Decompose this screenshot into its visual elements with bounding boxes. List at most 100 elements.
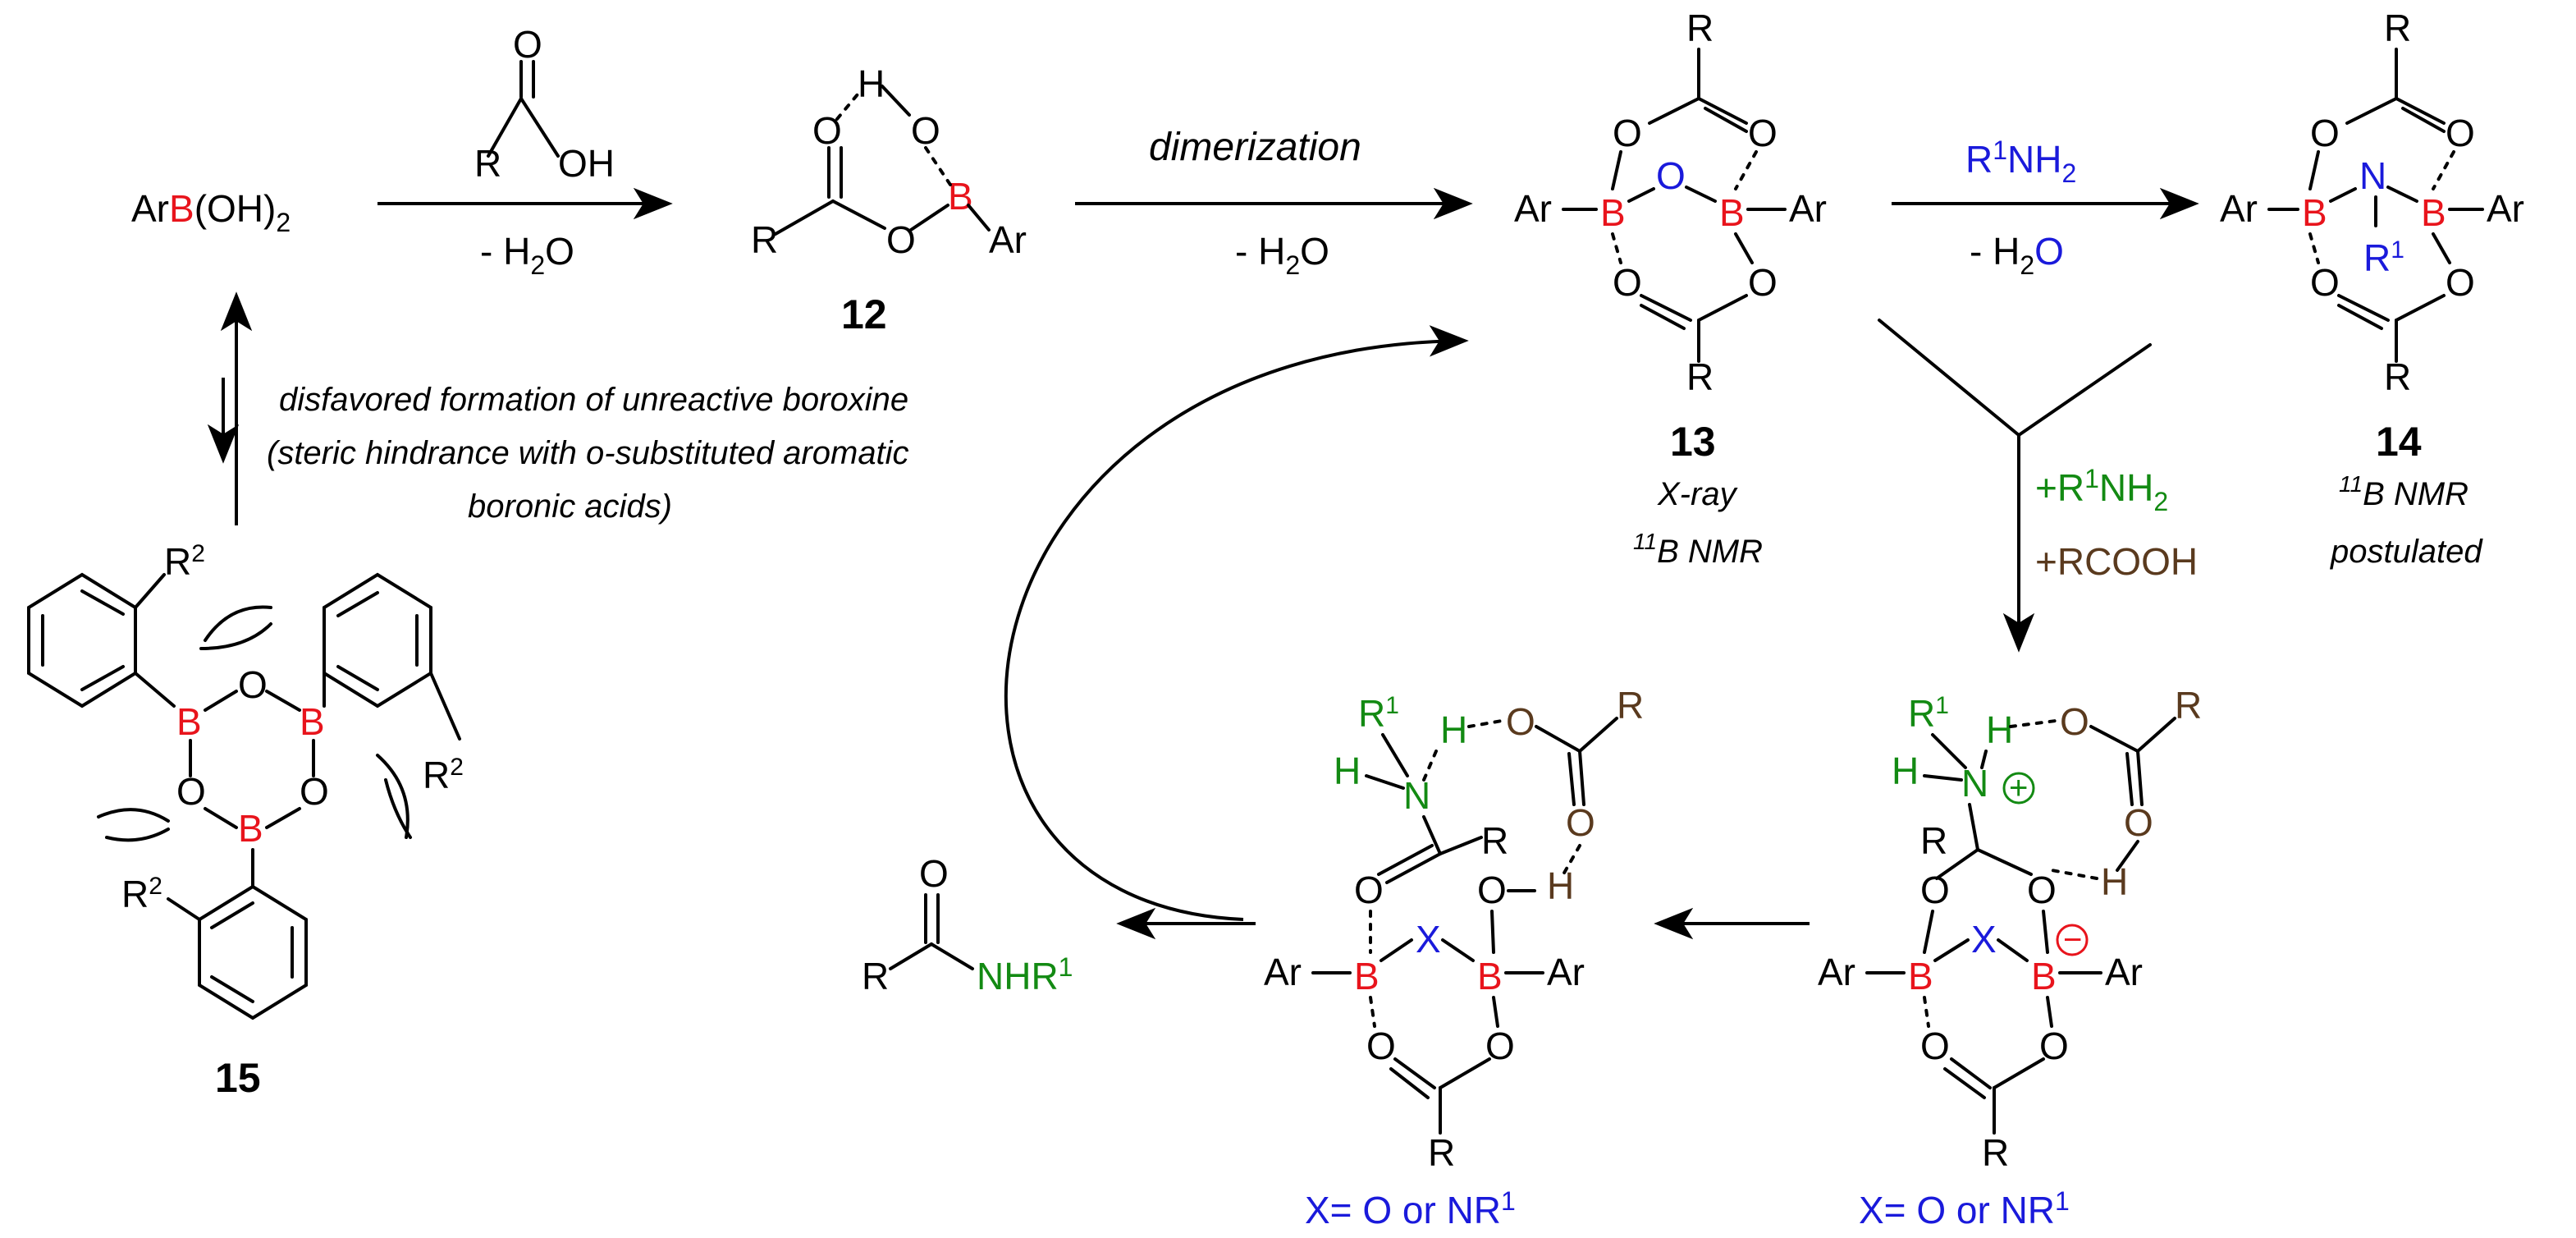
svg-text:12: 12: [841, 291, 887, 337]
svg-text:14: 14: [2376, 419, 2422, 465]
svg-text:B: B: [948, 175, 973, 218]
step3-arrow-group: R1NH2 - H2O: [1892, 135, 2199, 280]
svg-text:N: N: [2359, 154, 2386, 197]
svg-text:+: +: [2009, 770, 2028, 806]
svg-text:B: B: [1719, 191, 1745, 234]
intermediate-tetrahedral: R1 H H N + O R O H R O O Ar B X B: [1818, 684, 2202, 1231]
svg-text:Ar: Ar: [989, 218, 1027, 261]
svg-text:O: O: [238, 663, 268, 706]
compound-15-boroxine: B O B O O B R2 R2 R2: [27, 540, 464, 1101]
svg-text:R: R: [1686, 7, 1714, 49]
svg-text:X: X: [1416, 918, 1441, 961]
svg-text:R2: R2: [164, 540, 205, 583]
svg-text:(steric hindrance with o-subst: (steric hindrance with o-substituted aro…: [267, 435, 909, 471]
svg-text:R: R: [1428, 1131, 1455, 1174]
svg-text:O: O: [2060, 700, 2089, 743]
svg-text:X= O or NR1: X= O or NR1: [1859, 1186, 2070, 1231]
svg-text:O: O: [1354, 869, 1384, 911]
compound-13-dimer: R O O Ar B O B Ar O O R 13 X-ray 11B NMR: [1514, 7, 1827, 570]
svg-text:X: X: [1971, 918, 1997, 961]
svg-text:B: B: [1477, 955, 1503, 997]
svg-text:B: B: [176, 700, 202, 743]
svg-text:X= O or NR1: X= O or NR1: [1305, 1186, 1516, 1231]
svg-text:R: R: [2384, 355, 2411, 398]
svg-text:O: O: [1656, 154, 1686, 197]
svg-text:B: B: [1600, 191, 1626, 234]
svg-text:O: O: [1613, 112, 1642, 154]
intermediate-amide: R1 H H N O R O H R O O Ar B X B Ar: [1264, 684, 1644, 1231]
svg-text:Ar: Ar: [1264, 951, 1302, 993]
svg-text:R1: R1: [2363, 236, 2404, 279]
svg-text:O: O: [1366, 1025, 1396, 1067]
svg-text:R: R: [2175, 684, 2202, 727]
compound-12-acyloxyboronic-acid: H O O O B Ar R 12: [751, 62, 1027, 337]
svg-text:R: R: [751, 218, 778, 261]
svg-text:B: B: [2421, 191, 2446, 234]
svg-text:O: O: [2124, 801, 2153, 844]
svg-text:O: O: [1748, 261, 1778, 304]
svg-text:Ar: Ar: [1789, 187, 1827, 230]
svg-text:O: O: [1613, 261, 1642, 304]
svg-text:O: O: [1477, 869, 1507, 911]
svg-text:O: O: [1506, 700, 1535, 743]
svg-text:+RCOOH: +RCOOH: [2035, 540, 2198, 583]
svg-text:O: O: [1920, 1025, 1950, 1067]
svg-text:Ar: Ar: [1818, 951, 1855, 993]
svg-text:H: H: [1892, 750, 1919, 792]
svg-text:boronic acids): boronic acids): [468, 488, 672, 525]
svg-text:O: O: [886, 218, 916, 261]
amide-product: R O NHR1: [862, 852, 1073, 997]
svg-text:O: O: [1566, 801, 1595, 844]
svg-text:R: R: [1982, 1131, 2009, 1174]
svg-text:H: H: [2101, 860, 2128, 903]
reactant-arylboronic-acid: ArB(OH)2: [131, 187, 291, 237]
svg-text:X-ray: X-ray: [1657, 476, 1739, 512]
svg-text:O: O: [919, 852, 949, 895]
svg-text:O: O: [2446, 112, 2475, 154]
svg-text:- H2O: - H2O: [1970, 230, 2064, 280]
svg-text:H: H: [1547, 864, 1574, 907]
equilibrium-arrows: [207, 291, 253, 525]
svg-text:H: H: [1986, 708, 2013, 751]
svg-text:O: O: [911, 109, 940, 152]
svg-text:R2: R2: [423, 754, 464, 796]
svg-text:+R1NH2: +R1NH2: [2035, 464, 2168, 516]
svg-text:B: B: [2031, 955, 2057, 997]
svg-text:N: N: [1403, 774, 1430, 817]
svg-text:O: O: [1748, 112, 1778, 154]
svg-text:O: O: [2027, 869, 2057, 911]
svg-text:B: B: [2302, 191, 2327, 234]
svg-text:B: B: [238, 807, 263, 850]
svg-text:O: O: [2446, 261, 2475, 304]
svg-text:R: R: [1920, 819, 1947, 862]
svg-text:13: 13: [1670, 419, 1716, 465]
carboxylic-acid-reagent: R O OH: [474, 23, 615, 185]
svg-text:disfavored formation of unreac: disfavored formation of unreactive borox…: [279, 382, 908, 418]
svg-text:R: R: [1481, 819, 1508, 862]
svg-text:R1NH2: R1NH2: [1965, 135, 2076, 188]
svg-text:dimerization: dimerization: [1149, 126, 1361, 169]
svg-text:O: O: [513, 23, 542, 66]
svg-text:O: O: [2310, 261, 2340, 304]
svg-text:Ar: Ar: [1547, 951, 1585, 993]
svg-text:H: H: [1334, 750, 1361, 792]
svg-text:B: B: [1908, 955, 1933, 997]
svg-text:O: O: [2039, 1025, 2069, 1067]
svg-text:R1: R1: [1358, 692, 1399, 735]
svg-text:11B NMR: 11B NMR: [1633, 529, 1763, 570]
svg-text:R1: R1: [1908, 692, 1949, 735]
svg-text:postulated: postulated: [2330, 534, 2483, 570]
svg-text:- H2O: - H2O: [480, 230, 574, 280]
svg-text:R: R: [1617, 684, 1644, 727]
svg-text:R: R: [474, 142, 501, 185]
svg-text:Ar: Ar: [2220, 187, 2258, 230]
svg-text:15: 15: [215, 1055, 261, 1101]
svg-text:R2: R2: [121, 873, 162, 915]
boroxine-note: disfavored formation of unreactive borox…: [267, 382, 909, 525]
svg-text:Ar: Ar: [1514, 187, 1552, 230]
svg-text:B: B: [1354, 955, 1380, 997]
svg-text:Ar: Ar: [2487, 187, 2524, 230]
svg-text:Ar: Ar: [2105, 951, 2143, 993]
svg-text:B: B: [300, 700, 325, 743]
